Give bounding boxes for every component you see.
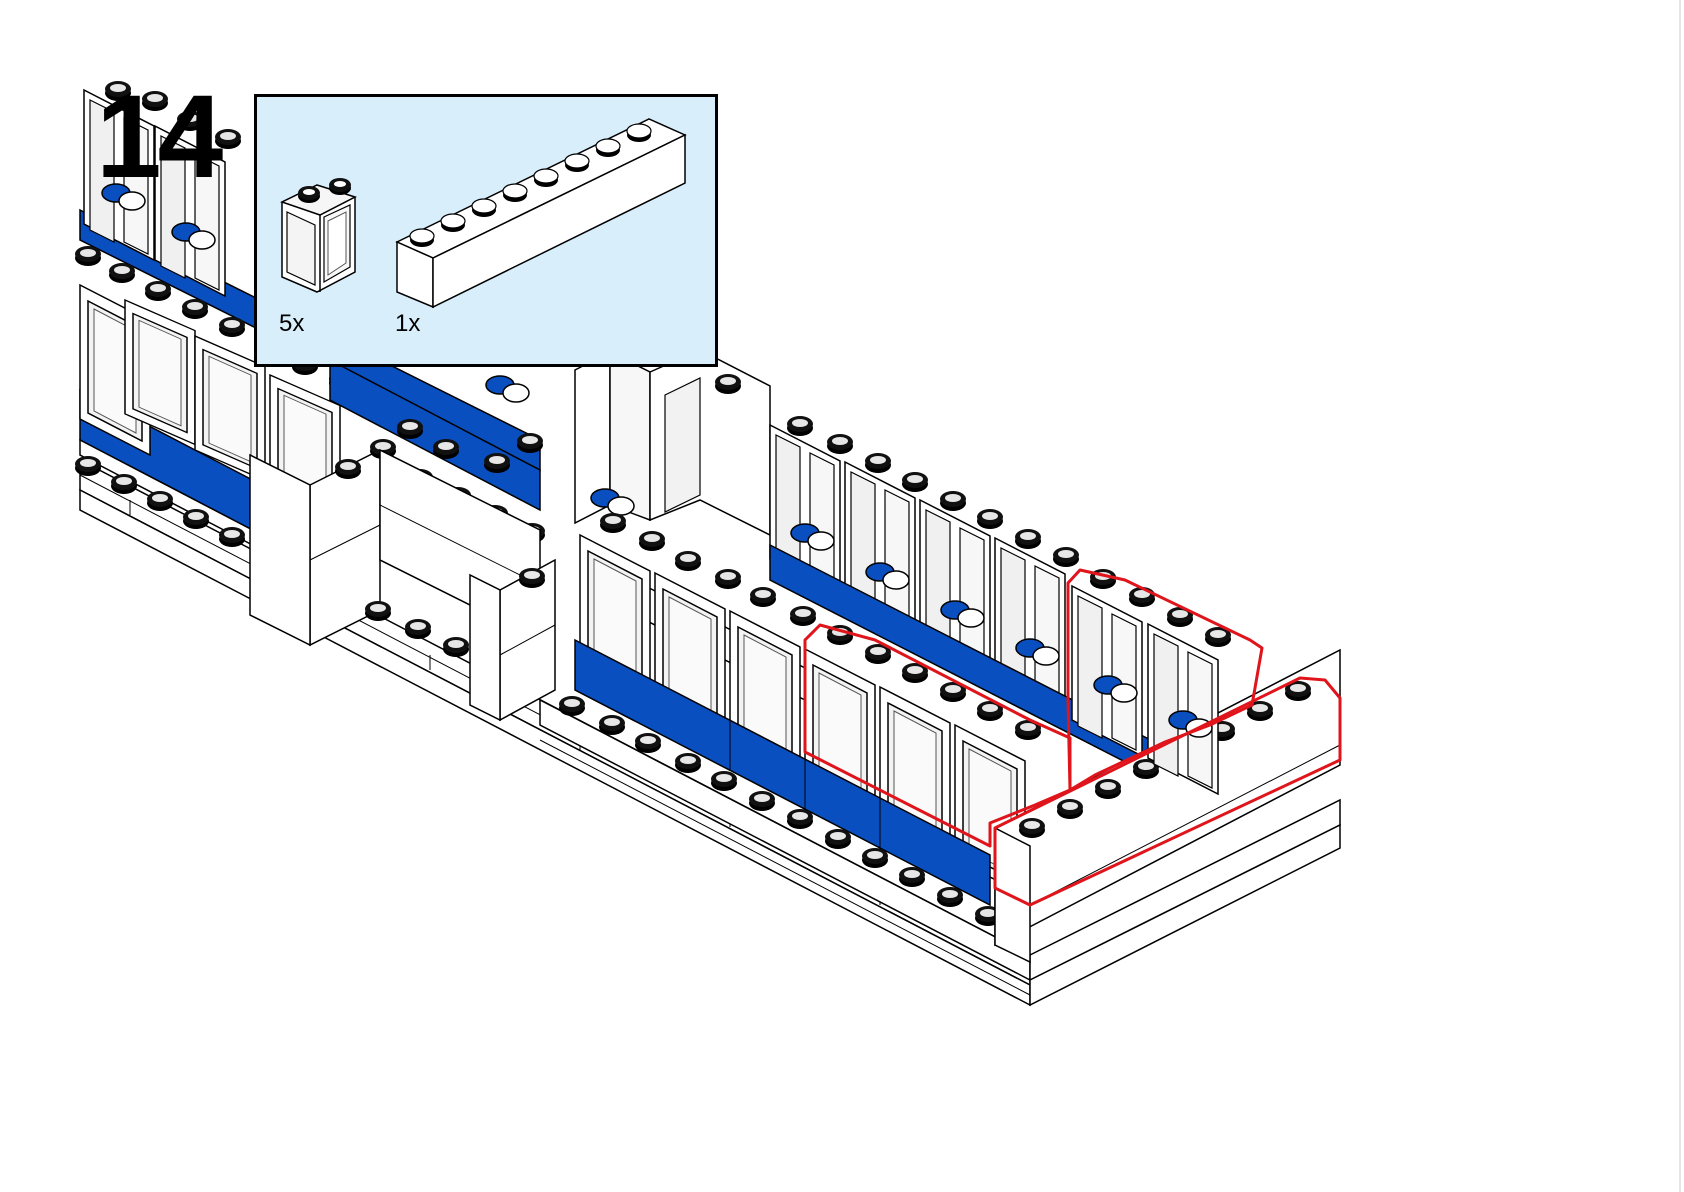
page-edge-divider xyxy=(1679,0,1681,1192)
step-number: 14 xyxy=(96,71,223,203)
window-quantity-label: 5x xyxy=(279,310,305,337)
end-base-layers xyxy=(1029,823,1341,1007)
parts-list-callout: 5x 1x xyxy=(254,94,718,367)
new-parts-highlight xyxy=(803,568,1342,907)
brick-quantity-label: 1x xyxy=(395,310,421,337)
brick-1x8-part-icon xyxy=(395,118,687,309)
window-part-icon xyxy=(280,178,357,293)
front-car-section xyxy=(539,416,1341,996)
